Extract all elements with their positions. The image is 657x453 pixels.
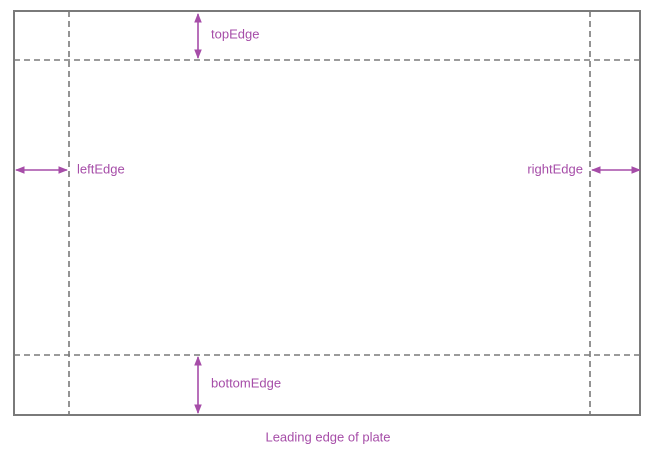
dimension-label-bottomedge: bottomEdge [211,375,281,390]
dimension-label-rightedge: rightEdge [527,161,583,176]
diagram-caption: Leading edge of plate [265,429,390,444]
dimension-label-topedge: topEdge [211,26,259,41]
dimension-label-leftedge: leftEdge [77,161,125,176]
plate-outline [13,10,641,416]
